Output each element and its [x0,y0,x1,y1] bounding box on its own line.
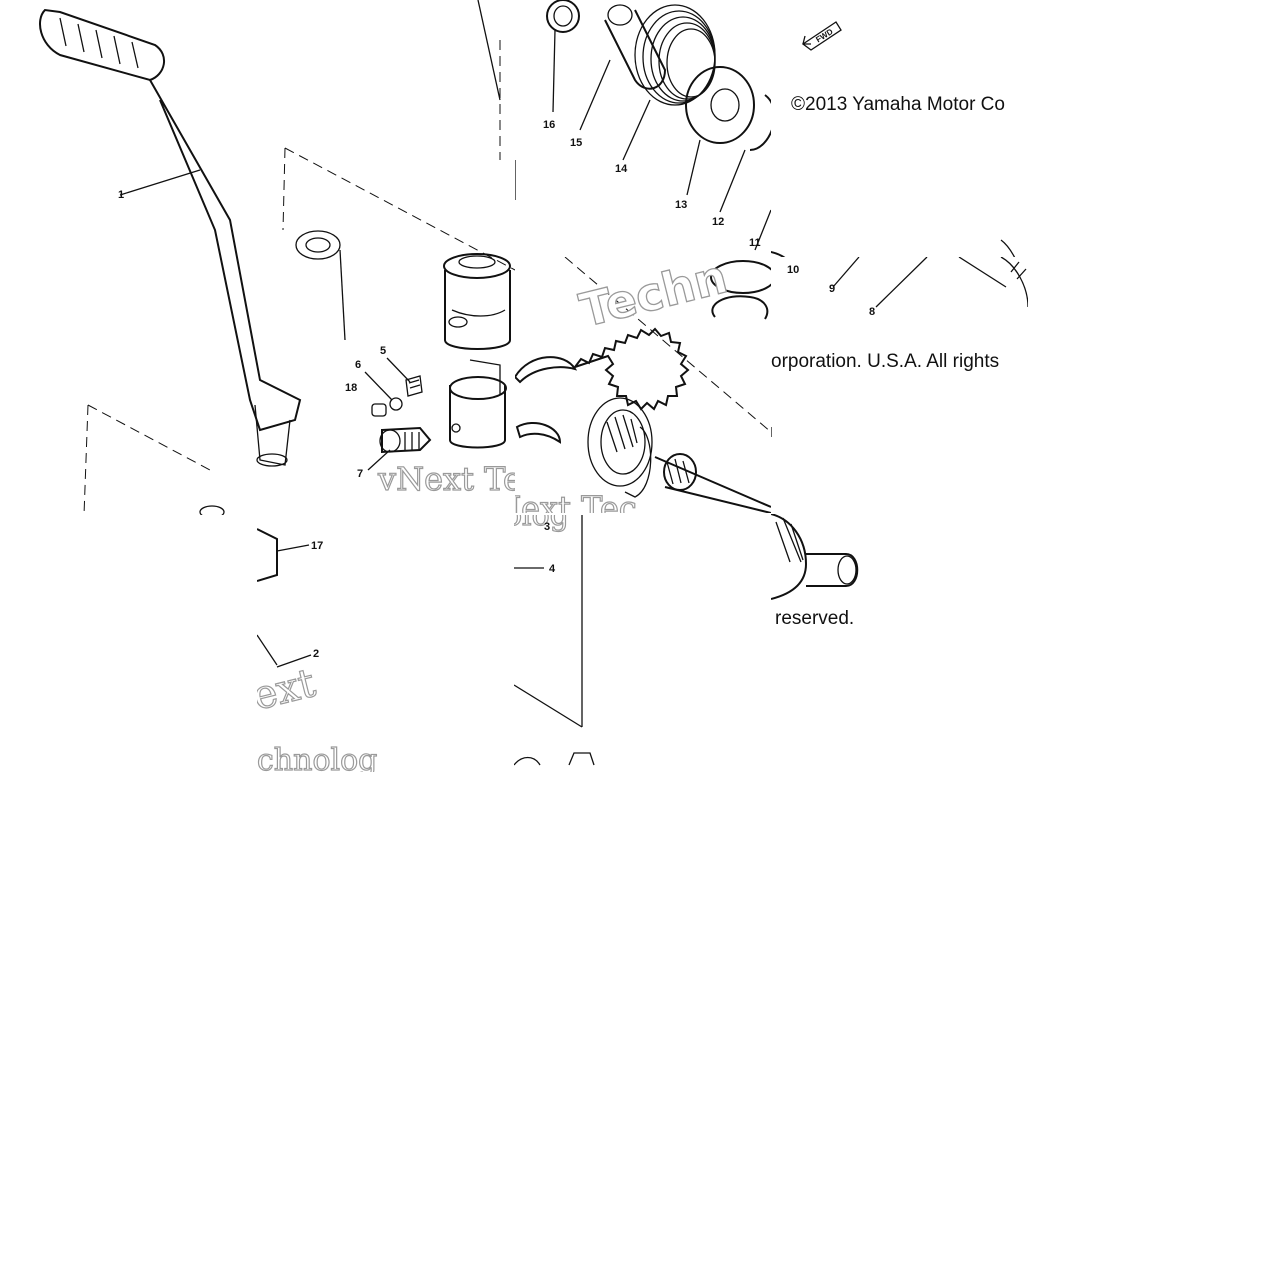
fwd-arrow-icon: FWD [801,21,842,51]
callout-10: 10 [787,264,799,276]
diagram-tile-fwd: FWD ©2013 Yamaha Motor Co [771,0,1028,257]
callout-5: 5 [380,345,386,357]
fwd-drawing: FWD [771,21,1015,257]
callout-12: 12 [712,216,724,228]
watermark-techn: Techn [575,257,733,338]
spring-guide [604,4,667,90]
callout-13: 13 [675,199,687,211]
watermark-chnolog: chnolog [257,743,377,772]
copyright-line-3: reserved. [775,608,855,629]
callout-17: 17 [311,540,323,552]
callout-18: 18 [345,382,357,394]
kick-gear [572,327,690,487]
watermark-next: vNext Tec [515,489,637,513]
spring-washer [685,66,755,144]
pins-and-springs [364,357,461,471]
diagram-tile-spring: 16 15 14 13 12 11 [515,0,771,256]
diagram-tile-kick-lever: 1 [0,0,515,515]
shim-plates [515,356,578,444]
diagram-tile-kick-gear: Techn vNext Tec [515,257,771,513]
callout-7: 7 [357,468,363,480]
clip-drawing: 10 9 8 [771,257,1028,437]
callout-15: 15 [570,137,582,149]
callout-11: 11 [749,237,761,249]
diagram-tile-shaft-end: reserved. [771,514,860,642]
copyright-line-2: orporation. U.S.A. All rights [771,351,1000,372]
kick-boss [443,253,511,449]
shaft-boss [295,230,346,341]
callout-4: 4 [549,563,556,575]
callout-1: 1 [118,189,124,201]
kick-crank-lever [39,8,302,467]
circlip [749,94,771,151]
diagram-tile-copyright-2: 10 9 8 orporation. U.S.A. All rights [771,257,1028,514]
watermark-ext: ext [257,660,320,720]
callout-14: 14 [615,163,628,175]
watermark-olog: olog [514,515,569,533]
diagram-tile-pedal-boss: 17 2 ext chnolog [257,515,514,772]
torsion-spring [634,4,716,106]
callout-16: 16 [543,119,555,131]
spline-shaft [654,453,771,513]
watermark-vnext: vNext Tec [377,460,515,498]
oil-seal [546,0,580,33]
shaft-lower-drawing: olog 4 3 [514,515,595,766]
kick-gear-drawing: Techn vNext Tec [515,257,771,513]
copyright-line-1: ©2013 Yamaha Motor Co [791,94,1005,115]
callout-3: 3 [544,521,550,533]
pedal-boss-drawing: 17 2 ext chnolog [257,528,378,772]
kick-lever-drawing: 1 [39,0,515,515]
callout-8: 8 [869,306,875,318]
spring-drawing: 16 15 14 13 12 11 [515,0,771,251]
diagram-tile-shaft-lower: olog 4 3 [514,515,770,771]
shaft-end-drawing [771,514,859,600]
callout-6: 6 [355,359,361,371]
clip-washer [710,260,771,320]
callout-2: 2 [313,648,319,660]
callout-9: 9 [829,283,835,295]
